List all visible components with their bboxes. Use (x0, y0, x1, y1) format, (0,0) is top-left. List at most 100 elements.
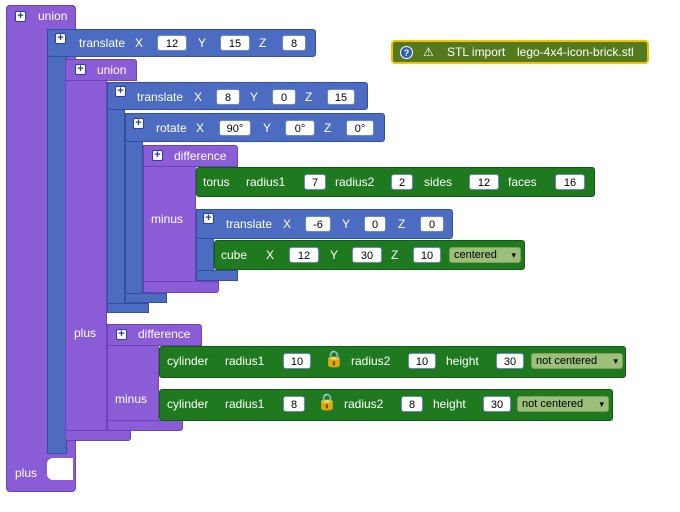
help-icon[interactable]: ? (400, 46, 413, 59)
translate-1-y-label: Y (198, 36, 207, 50)
difference-2-footer (107, 420, 183, 431)
lock-icon[interactable]: 🔒 (324, 351, 344, 368)
cylinder-2-label: cylinder (167, 397, 209, 411)
cylinder-2-radius1-input[interactable]: 8 (283, 396, 305, 412)
torus-radius2-label: radius2 (335, 175, 375, 189)
cylinder-1-centered-value: not centered (536, 355, 598, 367)
translate-3-footer (196, 270, 238, 281)
translate-3-z-label: Z (398, 217, 406, 231)
translate-1-label: translate (79, 36, 126, 50)
translate-3-expand-icon[interactable]: + (203, 213, 214, 224)
difference-1-minus-label: minus (151, 212, 184, 226)
rotate-header[interactable] (125, 113, 385, 142)
chevron-down-icon: ▾ (511, 250, 516, 260)
chevron-down-icon: ▾ (599, 399, 604, 409)
union-inner-label: union (97, 63, 127, 77)
rotate-x-input[interactable]: 90° (219, 120, 251, 136)
cube-y-label: Y (330, 248, 339, 262)
cylinder-1-radius2-input[interactable]: 10 (408, 353, 436, 369)
rotate-z-input[interactable]: 0° (346, 120, 374, 136)
union-inner-expand-icon[interactable]: + (75, 64, 86, 75)
translate-2-block[interactable] (107, 82, 125, 313)
cube-centered-value: centered (454, 249, 497, 261)
rotate-y-label: Y (263, 121, 272, 135)
rotate-footer (125, 293, 167, 303)
cube-z-label: Z (391, 248, 399, 262)
cube-centered-dropdown[interactable]: centered ▾ (449, 247, 521, 263)
translate-1-x-input[interactable]: 12 (157, 35, 187, 51)
translate-3-label: translate (226, 217, 273, 231)
rotate-z-label: Z (324, 121, 332, 135)
difference-1-header (143, 145, 238, 167)
union-inner-footer (65, 430, 131, 441)
translate-1-z-input[interactable]: 8 (282, 35, 306, 51)
translate-2-x-input[interactable]: 8 (216, 89, 240, 105)
stl-import-filename[interactable]: lego-4x4-icon-brick.stl (517, 45, 634, 59)
translate-2-expand-icon[interactable]: + (115, 86, 126, 97)
torus-radius2-input[interactable]: 2 (391, 174, 413, 190)
translate-3-z-input[interactable]: 0 (420, 216, 444, 232)
translate-1-y-input[interactable]: 15 (220, 35, 250, 51)
cylinder-2-height-input[interactable]: 30 (483, 396, 511, 412)
cylinder-1-label: cylinder (167, 354, 209, 368)
stl-import-label: STL import (447, 45, 506, 59)
union-outer-plus-slot[interactable] (47, 458, 73, 480)
translate-1-x-label: X (135, 36, 144, 50)
union-inner-block[interactable] (65, 59, 107, 440)
torus-sides-label: sides (424, 175, 453, 189)
translate-2-x-label: X (194, 90, 203, 104)
cylinder-2-radius2-input[interactable]: 8 (401, 396, 423, 412)
cylinder-2-height-label: height (433, 397, 466, 411)
difference-1-footer (143, 281, 219, 293)
cube-z-input[interactable]: 10 (413, 247, 441, 263)
torus-faces-input[interactable]: 16 (555, 174, 585, 190)
cube-label: cube (221, 248, 248, 262)
translate-3-x-label: X (283, 217, 292, 231)
difference-2-label: difference (138, 327, 191, 341)
translate-2-z-label: Z (305, 90, 313, 104)
cylinder-1-radius1-input[interactable]: 10 (283, 353, 311, 369)
difference-2-minus-label: minus (115, 392, 148, 406)
cylinder-1-height-input[interactable]: 30 (496, 353, 524, 369)
translate-2-y-label: Y (250, 90, 259, 104)
translate-3-y-input[interactable]: 0 (364, 216, 386, 232)
cylinder-2-centered-dropdown[interactable]: not centered ▾ (517, 396, 609, 412)
cylinder-1-height-label: height (446, 354, 479, 368)
cylinder-2-radius1-label: radius1 (225, 397, 265, 411)
difference-1-expand-icon[interactable]: + (152, 150, 163, 161)
torus-sides-input[interactable]: 12 (469, 174, 499, 190)
stl-import-block[interactable] (391, 40, 649, 64)
rotate-y-input[interactable]: 0° (285, 120, 315, 136)
translate-1-z-label: Z (259, 36, 267, 50)
union-outer-label: union (38, 9, 68, 23)
rotate-label: rotate (156, 121, 187, 135)
cube-x-input[interactable]: 12 (289, 247, 319, 263)
lock-icon[interactable]: 🔒 (317, 394, 337, 411)
translate-2-label: translate (137, 90, 184, 104)
cylinder-2-radius2-label: radius2 (344, 397, 384, 411)
translate-3-y-label: Y (342, 217, 351, 231)
cube-x-label: X (266, 248, 275, 262)
torus-radius1-label: radius1 (246, 175, 286, 189)
cylinder-1-radius2-label: radius2 (351, 354, 391, 368)
chevron-down-icon: ▾ (613, 356, 618, 366)
torus-radius1-input[interactable]: 7 (304, 174, 326, 190)
rotate-x-label: X (196, 121, 205, 135)
cylinder-1-centered-dropdown[interactable]: not centered ▾ (531, 353, 623, 369)
union-inner-plus-label: plus (74, 326, 97, 340)
union-outer-expand-icon[interactable]: + (15, 11, 26, 22)
union-outer-plus-label: plus (15, 466, 38, 480)
difference-1-label: difference (174, 149, 227, 163)
cube-y-input[interactable]: 30 (352, 247, 382, 263)
translate-1-expand-icon[interactable]: + (55, 33, 66, 44)
translate-2-z-input[interactable]: 15 (327, 89, 355, 105)
translate-2-y-input[interactable]: 0 (272, 89, 296, 105)
translate-3-x-input[interactable]: -6 (305, 216, 331, 232)
torus-label: torus (203, 175, 230, 189)
translate-2-header[interactable] (107, 82, 368, 110)
difference-2-header (107, 324, 202, 346)
rotate-expand-icon[interactable]: + (133, 118, 144, 129)
warning-icon[interactable]: ⚠ (423, 45, 434, 59)
translate-1-block[interactable] (47, 29, 67, 454)
difference-2-expand-icon[interactable]: + (116, 329, 127, 340)
